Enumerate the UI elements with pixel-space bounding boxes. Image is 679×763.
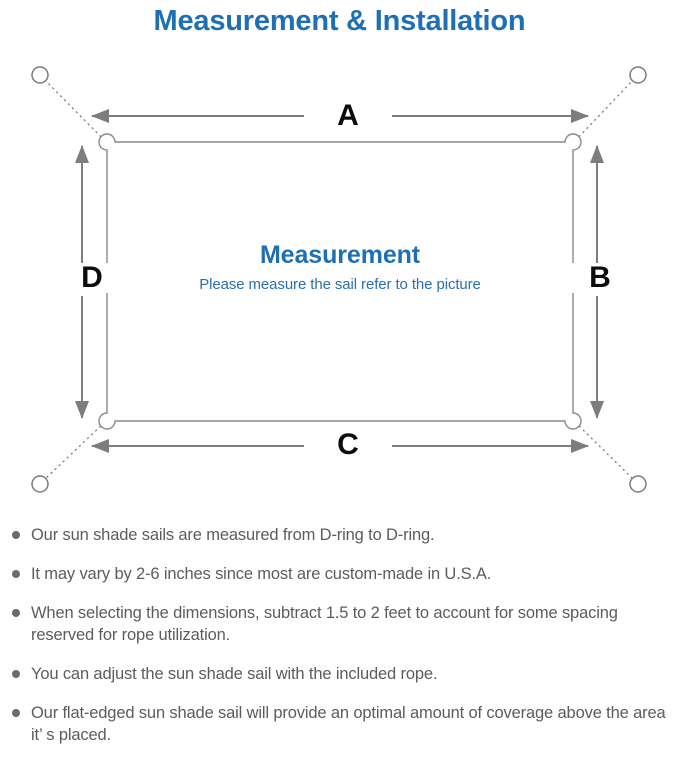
- rope-bottom-left: [44, 421, 106, 480]
- list-item: Our sun shade sails are measured from D-…: [0, 524, 679, 546]
- list-item: It may vary by 2-6 inches since most are…: [0, 563, 679, 585]
- rope-top-left: [44, 79, 106, 142]
- note-text: You can adjust the sun shade sail with t…: [31, 665, 438, 683]
- d-ring-top-right: [564, 133, 582, 151]
- list-item: Our flat-edged sun shade sail will provi…: [0, 702, 679, 746]
- dimension-label-c: C: [304, 430, 392, 460]
- bullet-icon: [12, 709, 20, 717]
- note-text: When selecting the dimensions, subtract …: [31, 604, 618, 644]
- d-ring-bottom-right: [564, 412, 582, 430]
- list-item: You can adjust the sun shade sail with t…: [0, 663, 679, 685]
- measurement-diagram: Measurement Please measure the sail refe…: [31, 66, 647, 493]
- notes-list: Our sun shade sails are measured from D-…: [0, 524, 679, 763]
- note-text: Our sun shade sails are measured from D-…: [31, 526, 435, 544]
- anchor-point-top-right: [629, 66, 647, 84]
- sail-body: [106, 141, 574, 422]
- page-title: Measurement & Installation: [153, 5, 526, 37]
- dimension-label-a: A: [304, 101, 392, 131]
- anchor-point-bottom-right: [629, 475, 647, 493]
- dimension-label-d: D: [62, 263, 122, 293]
- note-text: It may vary by 2-6 inches since most are…: [31, 565, 492, 583]
- bullet-icon: [12, 670, 20, 678]
- anchor-point-top-left: [31, 66, 49, 84]
- anchor-point-bottom-left: [31, 475, 49, 493]
- dimension-label-b: B: [570, 263, 630, 293]
- rope-bottom-right: [574, 421, 634, 480]
- bullet-icon: [12, 531, 20, 539]
- list-item: When selecting the dimensions, subtract …: [0, 602, 679, 646]
- bullet-icon: [12, 570, 20, 578]
- d-ring-top-left: [98, 133, 116, 151]
- note-text: Our flat-edged sun shade sail will provi…: [31, 704, 666, 744]
- d-ring-bottom-left: [98, 412, 116, 430]
- rope-top-right: [574, 79, 634, 142]
- bullet-icon: [12, 609, 20, 617]
